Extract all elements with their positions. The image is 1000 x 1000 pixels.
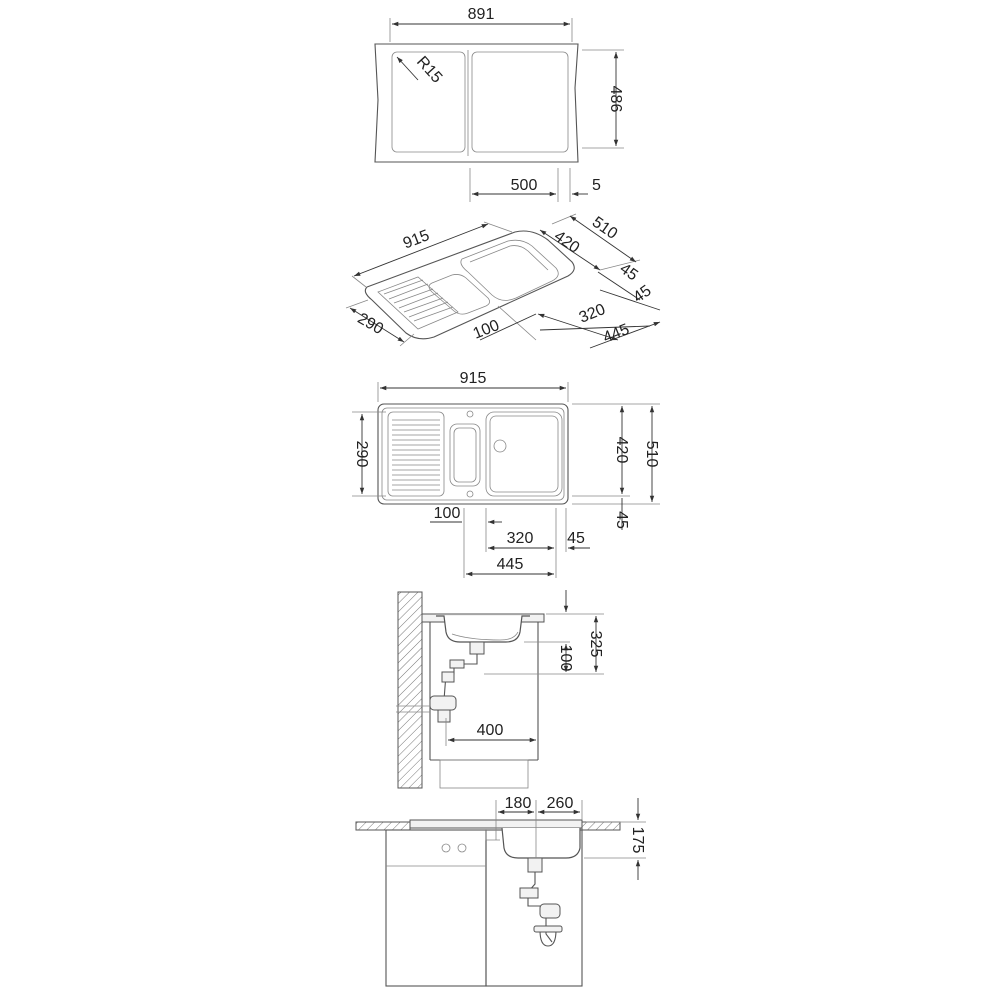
front-worktop-left <box>355 821 411 831</box>
front-height-label: 175 <box>629 827 646 854</box>
top-drainer <box>387 411 445 497</box>
top-view: 915 290 420 510 45 100 320 45 445 <box>352 370 660 578</box>
iso-depth-dim <box>569 215 637 263</box>
top-bowl-width-label: 320 <box>507 530 534 547</box>
side-total-height-label: 325 <box>587 631 604 658</box>
side-distance-label: 400 <box>477 722 504 739</box>
iso-length-dim <box>353 223 489 277</box>
iso-drainer-ribs <box>383 279 454 322</box>
top-main-bowl <box>485 411 563 497</box>
iso-length-label: 915 <box>401 227 432 252</box>
iso-bowl-pos-label: 445 <box>601 321 632 347</box>
iso-edge-a-label: 45 <box>616 260 640 284</box>
front-dim-b-label: 260 <box>547 795 574 812</box>
top-waste-outlet <box>493 439 507 453</box>
cutout-offset-b-label: 5 <box>592 177 601 194</box>
cutout-outline <box>374 43 579 163</box>
top-bowl-depth-label: 420 <box>613 437 630 464</box>
front-dim-a-label: 180 <box>505 795 532 812</box>
top-length-label: 915 <box>460 370 487 387</box>
cutout-width-label: 891 <box>468 6 495 23</box>
iso-sink-outline <box>364 230 575 340</box>
iso-bowl-depth-label: 420 <box>551 228 583 257</box>
cutout-inner-right <box>471 51 569 153</box>
front-bowl <box>501 827 581 859</box>
top-overflow-hole <box>466 490 474 498</box>
top-depth-label: 510 <box>643 441 660 468</box>
side-wall <box>397 591 423 789</box>
top-drainer-label: 290 <box>353 441 370 468</box>
side-trap <box>429 695 457 711</box>
front-waste-pipe <box>527 872 553 943</box>
cutout-inner-left <box>391 51 466 153</box>
front-worktop-right <box>581 821 621 831</box>
iso-view: 915 510 420 45 45 290 100 320 445 <box>345 213 661 349</box>
iso-waste-label: 100 <box>471 317 502 343</box>
cutout-height-label: 486 <box>607 86 624 113</box>
side-bowl-depth-label: 100 <box>557 645 574 672</box>
iso-drainer-dim <box>349 307 405 343</box>
cutout-radius-label: R15 <box>413 53 445 86</box>
top-small-bowl <box>449 423 481 487</box>
front-view: 180 260 175 <box>355 795 646 987</box>
cutout-view: 891 486 R15 500 5 <box>374 6 624 202</box>
top-drainer-ribs <box>392 419 440 491</box>
top-tap-hole <box>466 410 474 418</box>
top-edge-right-label: 45 <box>567 530 585 547</box>
side-view: 100 325 400 <box>396 590 604 789</box>
iso-bowl-width-label: 320 <box>577 301 608 327</box>
top-bowl-pos-label: 445 <box>497 556 524 573</box>
iso-drainer <box>377 276 459 330</box>
front-trap <box>539 903 561 919</box>
cutout-offset-a-label: 500 <box>511 177 538 194</box>
side-plinth <box>439 759 529 789</box>
iso-bowl <box>460 239 559 301</box>
iso-depth-label: 510 <box>589 214 621 243</box>
iso-edge-b-label: 45 <box>630 282 654 306</box>
top-edge-label: 45 <box>613 511 630 529</box>
side-bowl <box>436 615 530 643</box>
top-sink-outline <box>377 403 569 505</box>
top-waste-label: 100 <box>434 505 461 522</box>
